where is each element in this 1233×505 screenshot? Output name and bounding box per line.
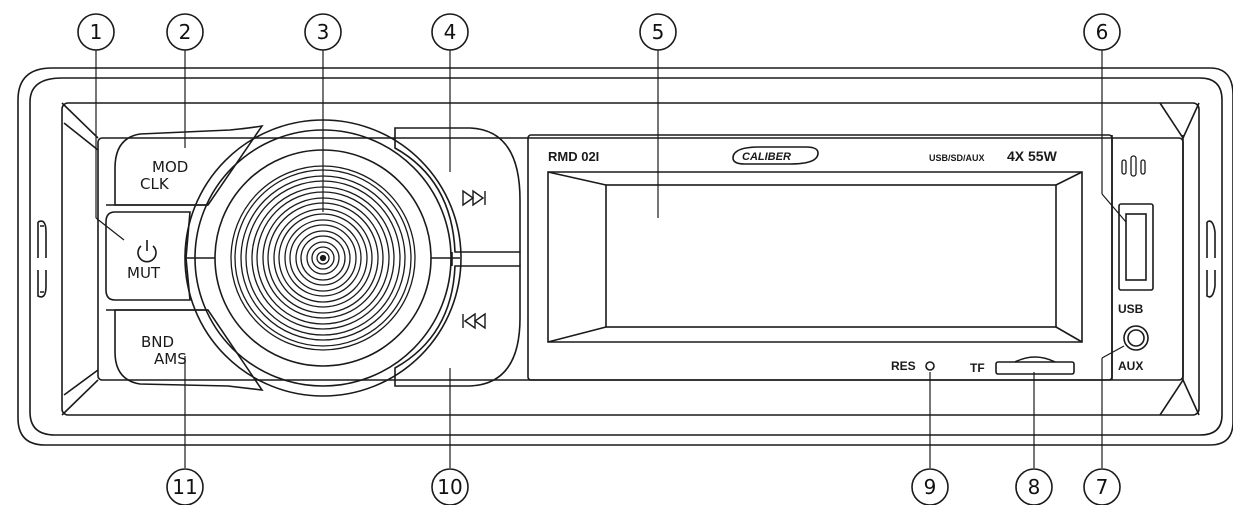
reset-hole <box>925 361 935 371</box>
tf-card-slot <box>995 361 1075 375</box>
usb-label: USB <box>1118 302 1144 316</box>
callout-1: 1 <box>90 20 103 44</box>
callout-9: 9 <box>924 475 937 499</box>
clk-label: CLK <box>140 175 170 193</box>
aux-jack <box>1123 325 1149 351</box>
left-side-slot <box>37 220 47 298</box>
callout-4: 4 <box>444 20 457 44</box>
next-track-icon <box>462 189 486 207</box>
callout-3: 3 <box>317 20 330 44</box>
right-side-slot <box>1206 220 1216 298</box>
spec-small-label: USB/SD/AUX <box>929 153 985 163</box>
model-label: RMD 02I <box>548 149 599 164</box>
prev-button-outline <box>394 265 521 387</box>
microphone-icon <box>1121 155 1146 177</box>
callout-leaders <box>95 50 1127 468</box>
mut-label: MUT <box>127 264 161 282</box>
callout-6: 6 <box>1096 20 1109 44</box>
callout-5: 5 <box>652 20 665 44</box>
lcd-window <box>547 171 1083 343</box>
tf-label: TF <box>970 361 985 375</box>
ams-label: AMS <box>154 350 187 368</box>
brand-logo-text: CALIBER <box>742 151 791 163</box>
outer-housing <box>17 67 1233 446</box>
callout-11: 11 <box>172 475 197 499</box>
inner-housing <box>29 77 1223 436</box>
mod-label: MOD <box>152 158 188 176</box>
faceplate-inner <box>97 137 1184 381</box>
callout-7: 7 <box>1096 475 1109 499</box>
previous-track-icon <box>462 312 486 330</box>
mut-button-outline <box>105 211 191 301</box>
bnd-ams-button-outline <box>114 309 264 391</box>
callout-2: 2 <box>179 20 192 44</box>
aux-label: AUX <box>1118 359 1143 373</box>
res-label: RES <box>891 359 916 373</box>
faceplate-outer <box>61 102 1200 416</box>
spec-power-label: 4X 55W <box>1007 148 1058 164</box>
caliber-logo-badge <box>732 146 819 165</box>
power-icon <box>137 240 157 263</box>
callout-circles <box>77 13 1121 505</box>
bnd-label: BND <box>141 333 174 351</box>
callout-8: 8 <box>1028 475 1041 499</box>
usb-port <box>1118 203 1154 291</box>
callout-10: 10 <box>437 475 462 499</box>
next-button-outline <box>394 127 521 253</box>
